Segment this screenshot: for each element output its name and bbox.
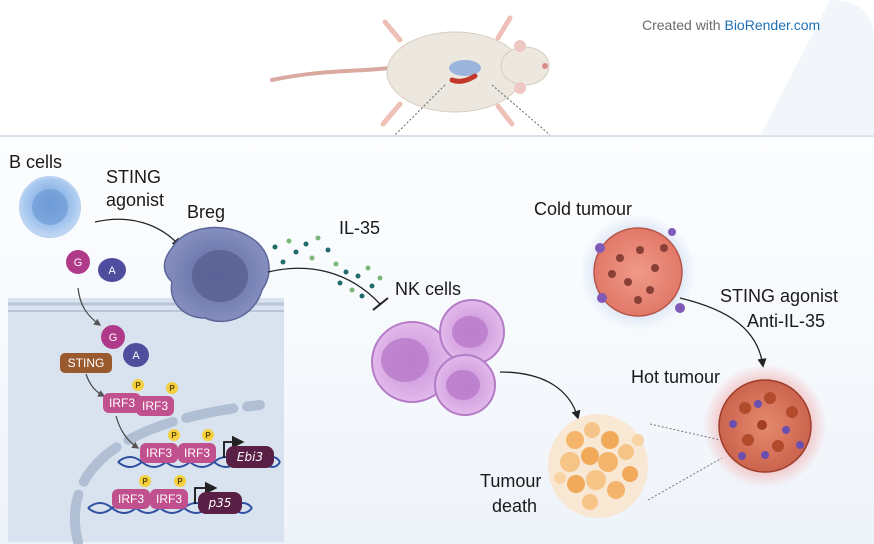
svg-text:IRF3: IRF3 (142, 399, 168, 413)
label-breg: Breg (187, 202, 225, 222)
gene-box-p35: p35 (198, 492, 242, 514)
nk-cells (371, 299, 505, 416)
arrow-nk-to-death (499, 371, 581, 420)
label-tumour-death-2: death (492, 496, 537, 516)
promoter-arrow-ebi3 (223, 435, 245, 458)
irf3-dimer-p35: IRF3 IRF3 P P (112, 475, 188, 509)
irf3-dimer-cytoplasm: IRF3 IRF3 P P (103, 379, 178, 416)
promoter-arrow-p35 (194, 481, 218, 504)
svg-text:p35: p35 (208, 496, 232, 510)
label-sting-agonist-2: agonist (106, 190, 164, 210)
svg-text:P: P (142, 477, 148, 486)
cgas-complex-bound: G A STING (60, 325, 149, 373)
label-cold-tumour: Cold tumour (534, 199, 632, 219)
arrow-bcell-to-breg (94, 218, 182, 248)
svg-text:P: P (171, 431, 177, 440)
label-il35: IL-35 (339, 218, 380, 238)
label-tumour-death-1: Tumour (480, 471, 541, 491)
svg-text:IRF3: IRF3 (146, 446, 172, 460)
mouse-illustration (270, 15, 550, 127)
corner-shade (760, 0, 874, 136)
gene-box-ebi3: Ebi3 (226, 446, 274, 468)
svg-text:P: P (135, 381, 141, 390)
il35-molecules (272, 235, 383, 299)
svg-text:IRF3: IRF3 (118, 492, 144, 506)
link-death-hot-bottom (647, 457, 723, 501)
svg-text:P: P (177, 477, 183, 486)
svg-text:IRF3: IRF3 (109, 396, 135, 410)
svg-text:P: P (169, 384, 175, 393)
svg-text:Ebi3: Ebi3 (237, 450, 263, 464)
label-treatment-2: Anti-IL-35 (747, 311, 825, 331)
svg-text:A: A (108, 265, 116, 277)
label-sting-agonist-1: STING (106, 167, 161, 187)
hot-tumour (703, 364, 827, 488)
zoom-line-right (491, 84, 551, 136)
cgas-complex-top: G A (66, 250, 126, 282)
label-b-cells: B cells (9, 152, 62, 172)
svg-text:IRF3: IRF3 (156, 492, 182, 506)
svg-text:IRF3: IRF3 (184, 446, 210, 460)
inhibition-breg-to-nk (267, 267, 381, 305)
svg-text:G: G (109, 332, 118, 344)
irf3-dimer-ebi3: IRF3 IRF3 P P (140, 429, 216, 463)
arrow-sting-to-irf3 (85, 373, 106, 397)
svg-text:A: A (132, 350, 140, 362)
breg-cell (163, 226, 270, 323)
arrow-cold-to-hot (679, 297, 767, 368)
inhibition-bar (372, 297, 389, 311)
svg-text:STING: STING (68, 356, 105, 370)
tumour-death-cluster (548, 414, 648, 518)
watermark: Created with BioRender.com (642, 17, 820, 33)
svg-text:P: P (205, 431, 211, 440)
arrow-cgas-down (77, 287, 102, 326)
arrow-irf3-to-nucleus (115, 415, 140, 449)
label-nk-cells: NK cells (395, 279, 461, 299)
label-treatment-1: STING agonist (720, 286, 838, 306)
svg-text:G: G (74, 257, 83, 269)
label-hot-tumour: Hot tumour (631, 367, 720, 387)
cold-tumour (580, 214, 696, 330)
b-cell (19, 176, 81, 238)
